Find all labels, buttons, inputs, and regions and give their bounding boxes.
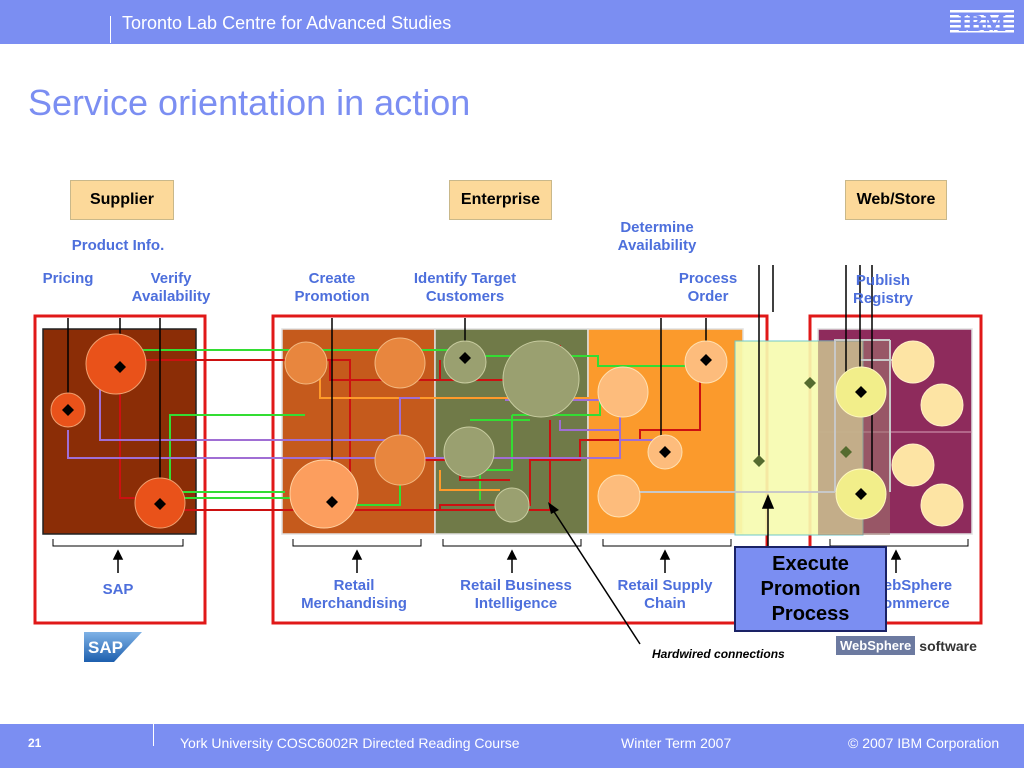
websphere-software-logo: WebSphere software <box>836 636 977 655</box>
retail-business-intelligence-line-2: Intelligence <box>474 595 558 612</box>
rm-circle-1 <box>284 341 328 385</box>
pricing-label: Pricing <box>42 270 94 287</box>
process-order-line-1: Process <box>678 270 738 287</box>
rsc-circle-4 <box>597 474 641 518</box>
sap-logo-text: SAP <box>88 638 123 657</box>
rbi-circle-3 <box>443 426 495 478</box>
callout-line-2: Promotion <box>760 577 861 600</box>
footer-bar: 21 York University COSC6002R Directed Re… <box>0 724 1024 768</box>
wsc-circle-2 <box>920 383 964 427</box>
sap-logo: SAP <box>84 632 142 662</box>
process-order-line-2: Order <box>687 288 729 305</box>
verify-availability-line-1: Verify <box>150 270 192 287</box>
service-circles <box>50 333 964 529</box>
retail-supply-chain-label: Retail Supply Chain <box>600 577 730 613</box>
publish-registry-label: Publish Registry <box>838 272 928 308</box>
software-logo-text: software <box>919 637 977 654</box>
product-info-label: Product Info. <box>71 237 165 254</box>
determine-availability-line-1: Determine <box>620 219 694 236</box>
retail-supply-chain-line-2: Chain <box>644 595 686 612</box>
determine-availability-label: Determine Availability <box>604 219 710 255</box>
hardwired-pointer-line <box>550 506 641 645</box>
publish-registry-line-2: Registry <box>852 290 914 307</box>
rm-circle-4 <box>289 459 359 529</box>
verify-availability-line-2: Availability <box>131 288 211 305</box>
websphere-commerce-line-1: WebSphere <box>869 577 953 594</box>
callout-line-3: Process <box>771 602 850 625</box>
execute-promotion-process-callout: Execute Promotion Process <box>734 546 887 632</box>
slide-title: Service orientation in action <box>28 82 471 123</box>
retail-merchandising-line-2: Merchandising <box>301 595 407 612</box>
retail-business-intelligence-line-1: Retail Business <box>460 577 572 594</box>
callout-line-1: Execute <box>772 552 849 575</box>
retail-merchandising-line-1: Retail <box>333 577 375 594</box>
create-promotion-line-1: Create <box>308 270 356 287</box>
retail-supply-chain-line-1: Retail Supply <box>617 577 713 594</box>
sap-group-border <box>33 314 207 625</box>
footer-course: York University COSC6002R Directed Readi… <box>180 735 520 751</box>
webstore-header: Web/Store <box>845 180 947 220</box>
endpoint-diamonds <box>62 352 867 510</box>
footer-divider <box>153 724 154 746</box>
header-bar: Toronto Lab Centre for Advanced Studies … <box>0 0 1024 44</box>
websphere-commerce-label: WebSphere Commerce <box>846 577 976 613</box>
ibm-logo-text: IBM <box>958 11 1006 37</box>
determine-availability-line-2: Availability <box>617 237 697 254</box>
header-divider <box>110 16 111 43</box>
websphere-logo-text: WebSphere <box>836 636 916 655</box>
rm-circle-3 <box>374 434 426 486</box>
rbi-circle-4 <box>494 487 530 523</box>
identify-target-customers-label: Identify Target Customers <box>396 270 534 306</box>
process-order-label: Process Order <box>664 270 752 306</box>
wsc-circle-1 <box>891 340 935 384</box>
page-number: 21 <box>28 736 42 750</box>
hardwired-connections-note: Hardwired connections <box>652 647 785 661</box>
footer-term: Winter Term 2007 <box>621 735 732 751</box>
supplier-header: Supplier <box>70 180 174 220</box>
rm-circle-2 <box>374 337 426 389</box>
publish-registry-line-1: Publish <box>855 272 911 289</box>
rsc-circle-1 <box>597 366 649 418</box>
create-promotion-line-2: Promotion <box>294 288 370 305</box>
footer-copyright: © 2007 IBM Corporation <box>848 735 1000 751</box>
wsc-circle-4 <box>920 483 964 527</box>
retail-merchandising-label: Retail Merchandising <box>284 577 424 613</box>
wsc-circle-3 <box>891 443 935 487</box>
header-title: Toronto Lab Centre for Advanced Studies <box>122 13 452 33</box>
identify-target-line-1: Identify Target <box>413 270 517 287</box>
hardwired-pointer-arrowhead <box>548 502 559 514</box>
identify-target-line-2: Customers <box>425 288 505 305</box>
websphere-commerce-line-2: Commerce <box>872 595 950 612</box>
group-brackets <box>52 539 969 547</box>
retail-business-intelligence-label: Retail Business Intelligence <box>442 577 590 613</box>
sap-circle-large <box>85 333 147 395</box>
rbi-circle-2 <box>502 340 580 418</box>
verify-availability-label: Verify Availability <box>116 270 226 306</box>
ibm-logo: IBM <box>950 10 1014 37</box>
enterprise-header: Enterprise <box>449 180 552 220</box>
sap-group-label: SAP <box>102 581 134 598</box>
create-promotion-label: Create Promotion <box>282 270 382 306</box>
